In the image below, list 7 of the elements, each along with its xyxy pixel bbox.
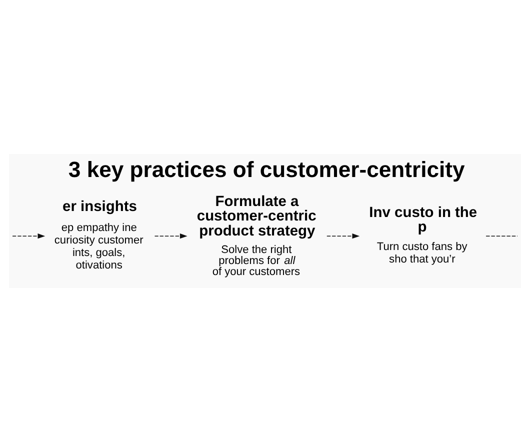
node-text: Formulate a customer-centric product strategy Solve the right problems for all of your customers [196,194,316,278]
arrow [154,234,188,239]
arrow [12,234,46,239]
diagram-title: 3 key practices of customer-centricity [68,156,465,182]
node-text: er insights ep empathy ine curiosity customer ints, goals, otivations [54,199,144,272]
node-text: Inv custo in the p Turn custo fans by sho that you’r [369,204,478,266]
arrow [326,234,360,239]
